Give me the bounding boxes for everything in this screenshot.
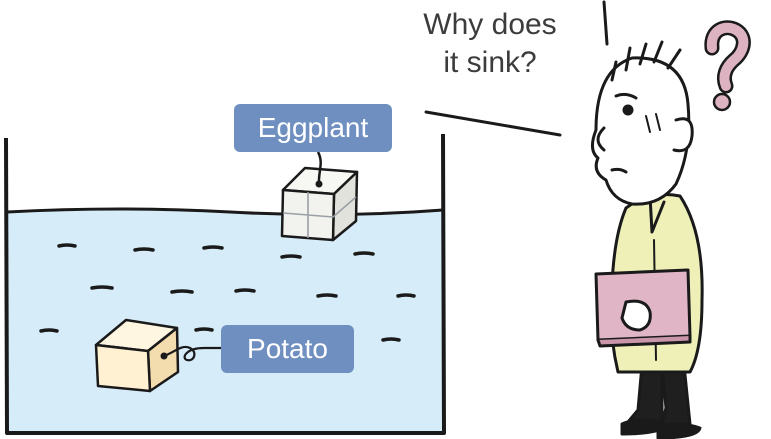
speech-pointer — [424, 110, 562, 137]
potato-cube — [94, 318, 180, 393]
potato-label: Potato — [221, 325, 354, 373]
speech-text: Why does it sink? — [400, 6, 580, 82]
eggplant-label: Eggplant — [234, 104, 392, 152]
potato-connector — [163, 345, 221, 362]
speech-line-1: Why does — [423, 8, 557, 41]
eggplant-connector — [316, 151, 322, 185]
eggplant-cube — [280, 166, 359, 242]
person — [591, 40, 704, 439]
question-mark-icon — [704, 20, 751, 112]
speech-tick — [602, 0, 609, 46]
water-surface — [6, 207, 444, 217]
water-ripples — [39, 243, 416, 342]
tank-water — [6, 209, 443, 433]
tank — [4, 133, 446, 435]
speech-line-2: it sink? — [443, 46, 537, 79]
